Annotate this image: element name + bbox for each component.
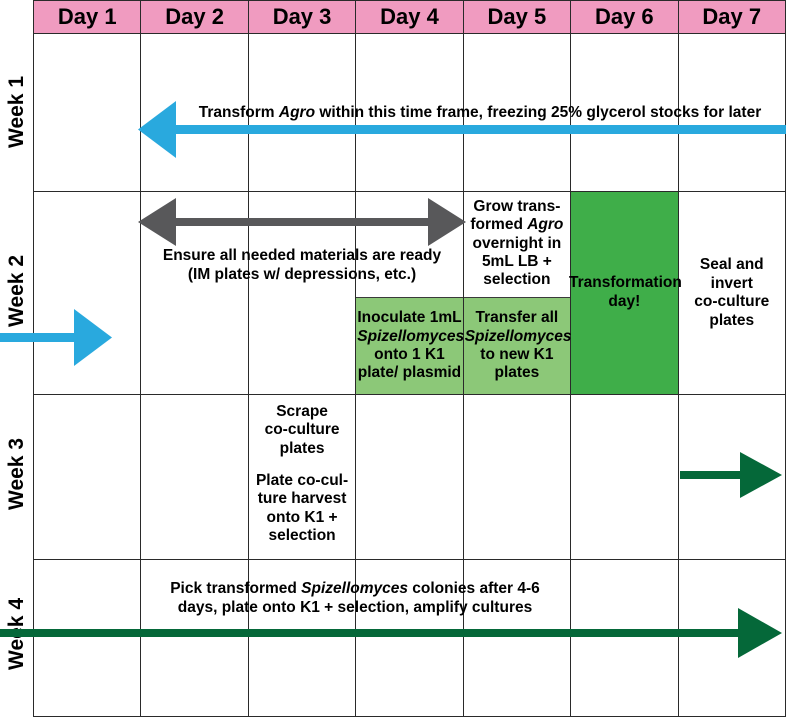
cell-w2-d2 [140, 191, 249, 395]
task-seal-line-1: Seal and invert [699, 255, 764, 292]
week-label-1-text: Week 1 [4, 75, 28, 148]
task-transfer-line-1: Transfer all [475, 309, 559, 327]
task-transfer-line-4: plates [494, 364, 540, 382]
task-plate-line-2: ture harvest [257, 490, 347, 508]
task-plate-harvest: Plate co-cul- ture harvest onto K1 + sel… [250, 472, 354, 545]
week-1-anno-italic: Agro [278, 104, 316, 121]
cell-w4-d2 [140, 559, 249, 717]
task-grow-line-2-italic: Agro [527, 216, 564, 234]
week-2-anno-line-1: Ensure all needed materials are ready [162, 247, 442, 264]
task-seal-line-3: plates [709, 311, 755, 329]
task-grow-line-3: overnight in [472, 234, 562, 252]
grid-header-row: Day 1 Day 2 Day 3 Day 4 Day 5 Day 6 Day … [32, 0, 786, 34]
week-2-anno-line-2: (IM plates w/ depressions, etc.) [187, 265, 417, 283]
task-seal-and-invert: Seal and invert co-culture plates [679, 256, 785, 330]
task-plate-line-3: onto K1 + [266, 508, 338, 526]
week-1-arrow-annotation: Transform Agro within this time frame, f… [180, 104, 780, 123]
cell-w1-d3 [247, 33, 357, 192]
week-label-1: Week 1 [0, 33, 33, 190]
task-scrape-line-1: Scrape [276, 403, 328, 420]
cell-w3-d7 [677, 394, 786, 560]
week-3-row: Scrape co-culture plates Plate co-cul- t… [32, 394, 786, 560]
week-label-3: Week 3 [0, 392, 33, 556]
cell-w1-d1 [32, 33, 142, 192]
task-grow-line-5: selection [483, 271, 551, 289]
task-grow-line-4: 5mL LB + [481, 252, 552, 270]
cell-w4-d3 [247, 559, 357, 717]
week-label-2: Week 2 [0, 190, 33, 392]
week-label-3-text: Week 3 [4, 438, 28, 510]
cell-w4-d7 [677, 559, 786, 717]
cell-w2-d3 [247, 191, 357, 395]
task-transformation-line-2: day! [608, 293, 641, 310]
cell-w3-d5 [462, 394, 572, 560]
week-label-4-text: Week 4 [4, 598, 28, 670]
week-4-anno-italic: Spizellomyces [301, 580, 408, 597]
week-4-anno-line-2: days, plate onto K1 + selection, amplify… [177, 598, 533, 616]
week-4-anno-part-2: colonies after 4-6 [407, 580, 540, 597]
column-header-day-3: Day 3 [247, 0, 357, 34]
cell-w1-d4 [355, 33, 464, 192]
week-label-4: Week 4 [0, 556, 33, 712]
task-scrape-co-culture: Scrape co-culture plates [250, 403, 354, 458]
task-transfer-spizellomyces: Transfer all Spizellomyces to new K1 pla… [463, 297, 572, 394]
task-inoculate-line-4: plate/ plasmid [357, 364, 462, 382]
task-scrape-line-3: plates [279, 439, 325, 457]
task-transfer-line-2: Spizellomyces [464, 327, 572, 345]
cell-w3-d1 [32, 394, 142, 560]
task-transformation-line-1: Transformation [568, 274, 682, 292]
task-inoculate-spizellomyces: Inoculate 1mL Spizellomyces onto 1 K1 pl… [356, 297, 465, 394]
task-seal-line-2: co-culture [694, 293, 770, 310]
cell-w3-d3: Scrape co-culture plates Plate co-cul- t… [247, 394, 357, 560]
cell-w3-d4 [355, 394, 464, 560]
cell-w4-d6 [570, 559, 679, 717]
column-header-day-6: Day 6 [570, 0, 679, 34]
cell-w3-d2 [140, 394, 249, 560]
week-1-anno-part-2: within this time frame, freezing 25% gly… [315, 104, 762, 121]
cell-w3-d6 [570, 394, 679, 560]
cell-w1-d7 [677, 33, 786, 192]
week-1-anno-part-1: Transform [198, 104, 279, 121]
task-scrape-line-2: co-culture [264, 421, 340, 439]
cell-w2-d5: Grow trans- formed Agro overnight in 5mL… [462, 191, 572, 395]
column-header-day-1: Day 1 [32, 0, 142, 34]
task-plate-line-4: selection [268, 526, 336, 544]
cell-w4-d4 [355, 559, 464, 717]
task-inoculate-line-1: Inoculate 1mL [357, 309, 462, 327]
week-1-row [32, 33, 786, 192]
task-grow-transformed-agro: Grow trans- formed Agro overnight in 5mL… [465, 198, 569, 289]
task-plate-line-1: Plate co-cul- [255, 472, 349, 489]
week-2-row: Inoculate 1mL Spizellomyces onto 1 K1 pl… [32, 191, 786, 395]
column-header-day-7: Day 7 [677, 0, 786, 34]
cell-w2-d7: Seal and invert co-culture plates [677, 191, 786, 395]
column-header-day-2: Day 2 [140, 0, 249, 34]
cell-w4-d5 [462, 559, 572, 717]
cell-w2-d4: Inoculate 1mL Spizellomyces onto 1 K1 pl… [355, 191, 465, 395]
week-4-arrow-annotation: Pick transformed Spizellomyces colonies … [120, 580, 590, 617]
cell-w2-d6: Transformation day! [569, 191, 682, 395]
task-grow-line-2a: formed [470, 216, 528, 234]
cell-w4-d1 [32, 559, 142, 717]
week-2-gray-arrow-annotation: Ensure all needed materials are ready (I… [140, 247, 464, 284]
task-inoculate-line-2: Spizellomyces [357, 327, 465, 345]
task-transfer-line-3: to new K1 [480, 346, 554, 363]
column-header-day-5: Day 5 [462, 0, 572, 34]
week-4-anno-part-1: Pick transformed [170, 580, 302, 597]
column-header-day-4: Day 4 [355, 0, 464, 34]
task-inoculate-line-3: onto 1 K1 [374, 346, 445, 363]
task-transformation-day: Transformation day! [569, 192, 682, 394]
week-label-2-text: Week 2 [4, 255, 28, 327]
cell-w2-d1 [32, 191, 142, 395]
task-grow-line-1: Grow trans- [473, 198, 561, 215]
cell-w1-d5 [462, 33, 572, 192]
